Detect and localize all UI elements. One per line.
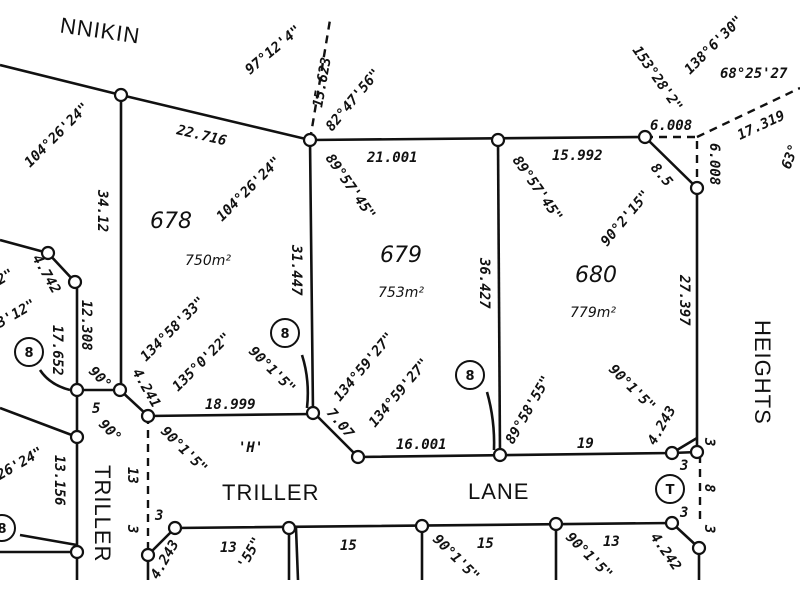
dim: 6.008 <box>650 118 692 134</box>
angle: 26'24" <box>0 444 46 484</box>
dim: 3 <box>701 437 717 446</box>
lot-labels: 678 750m² 679 753m² 680 779m² <box>150 209 617 321</box>
dim: 4.742 <box>29 252 64 297</box>
dim: 17.652 <box>49 325 65 376</box>
angle: 89°58'55" <box>503 373 555 447</box>
dim: 13 <box>220 540 237 556</box>
dim: 16.001 <box>396 437 447 453</box>
lot-area-679: 753m² <box>378 285 424 301</box>
angle: 82°47'56" <box>323 66 384 134</box>
dim: 8 <box>701 484 717 492</box>
dim: 31.447 <box>288 244 304 296</box>
lane-marker: 'H' <box>238 440 263 456</box>
angle: 2" <box>0 266 17 289</box>
road-names: NNIKIN TRILLER LANE TRILLER HEIGHTS 'H' <box>59 13 775 563</box>
dim: 6.008 <box>706 143 722 185</box>
svg-text:8: 8 <box>24 346 33 361</box>
angle: 104°26'24" <box>214 154 285 225</box>
angle: 90° <box>85 364 114 393</box>
road-name-lane: LANE <box>468 479 529 504</box>
angle: 90°1'5" <box>245 344 298 397</box>
angle: 90°1'5" <box>157 424 210 477</box>
dim: 7.07 <box>323 405 357 442</box>
road-name-heights: HEIGHTS <box>750 320 775 425</box>
angle: 3'12" <box>0 297 39 332</box>
angle: 104°26'24" <box>22 100 93 171</box>
marker-circles: 8 8 8 8 T <box>0 318 685 542</box>
angle: 97°12'4" <box>242 22 304 78</box>
dim: 13.156 <box>51 455 67 506</box>
marker-8-c: 8 <box>455 360 496 451</box>
svg-text:8: 8 <box>0 522 7 537</box>
svg-text:T: T <box>666 483 675 498</box>
dim: 27.397 <box>676 274 692 326</box>
dim: 17.319 <box>735 108 788 144</box>
road-name-top: NNIKIN <box>59 13 142 49</box>
svg-text:8: 8 <box>465 369 474 384</box>
dim: 8.5 <box>647 160 676 190</box>
dim: 21.001 <box>366 150 418 166</box>
lot-area-680: 779m² <box>570 305 616 321</box>
dim: 5 <box>92 401 100 417</box>
road-name-triller-side: TRILLER <box>90 465 115 562</box>
dim: 12.308 <box>78 300 94 351</box>
marker-8-a: 8 <box>14 337 71 392</box>
dim: 19 <box>577 436 594 452</box>
angle: 68°25'27 <box>720 66 788 82</box>
dim: 3 <box>124 524 140 533</box>
road-name-triller: TRILLER <box>222 480 319 505</box>
dim: 13 <box>124 467 140 484</box>
lot-area-678: 750m² <box>185 253 231 269</box>
dim: 3 <box>679 458 688 474</box>
angle: 90°2'15" <box>598 188 654 250</box>
angle: 153°28'2" <box>629 43 686 114</box>
angle: 135°0'22" <box>170 330 235 395</box>
angle: 63° <box>779 142 800 171</box>
dim: 3 <box>701 524 717 533</box>
dim: 34.12 <box>94 189 110 232</box>
angle: 90°1'5" <box>605 362 658 415</box>
marker-t: T <box>655 474 685 504</box>
marker-8-d: 8 <box>0 514 16 542</box>
dim: 15 <box>477 536 494 552</box>
angle: 90° <box>95 417 124 446</box>
angle: 134°59'27" <box>366 356 432 431</box>
lot-number-680: 680 <box>575 263 617 288</box>
dashed-lines <box>146 19 800 555</box>
lot-number-679: 679 <box>380 243 422 268</box>
svg-text:8: 8 <box>280 327 289 342</box>
dim: 15 <box>340 538 357 554</box>
angle: '55" <box>235 535 266 572</box>
dim: 15.992 <box>552 148 603 164</box>
dim: 4.242 <box>647 530 684 574</box>
angle: 90°1'5" <box>429 532 482 585</box>
dim: 3 <box>679 505 688 521</box>
dim: 22.716 <box>174 122 228 149</box>
dim: 13 <box>603 534 620 550</box>
lot-number-678: 678 <box>150 209 192 234</box>
survey-nodes <box>40 87 707 563</box>
dim: 18.999 <box>205 397 256 413</box>
dim: 36.427 <box>476 257 492 309</box>
dim: 3 <box>154 508 163 524</box>
dim: 15.623 <box>310 56 335 109</box>
marker-8-b: 8 <box>270 318 310 409</box>
